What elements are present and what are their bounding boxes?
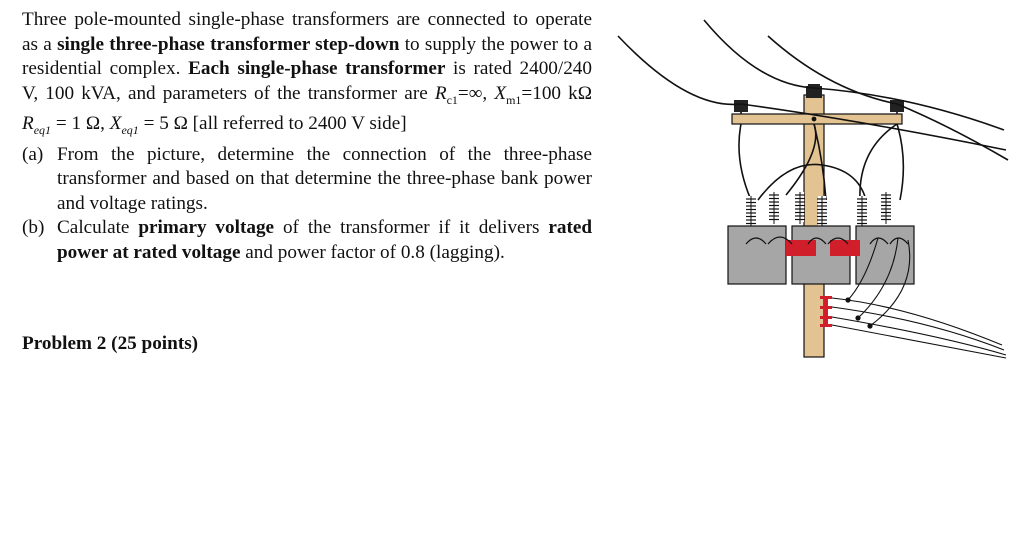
bushing-1	[746, 196, 756, 228]
xeq-subscript: eq1	[121, 123, 139, 138]
problem-statement: Three pole-mounted single-phase transfor…	[22, 8, 592, 266]
crossarm-insulator-left	[734, 100, 748, 114]
drop-lead-3	[813, 123, 827, 201]
part-b-run-2: of the transformer if it delivers	[274, 217, 549, 239]
intro-run-3: Each single-phase transformer	[188, 58, 446, 80]
secondary-lead-1	[847, 237, 879, 301]
primary-wire-a	[617, 35, 1007, 151]
part-b: (b) Calculate primary voltage of the tra…	[22, 216, 592, 265]
xm-value: =100 kΩ	[521, 82, 592, 104]
crossarm-bolt	[811, 116, 817, 122]
transformer-pole-illustration	[617, 19, 1009, 359]
secondary-jumper-2	[807, 237, 849, 245]
part-b-text: Calculate primary voltage of the transfo…	[57, 216, 592, 265]
secondary-terminal-block	[820, 296, 832, 327]
rc-subscript: c1	[446, 92, 458, 107]
part-b-run-4: and power factor of 0.8 (lagging).	[240, 242, 505, 263]
rc-value: =∞,	[457, 82, 495, 104]
secondary-lead-2	[857, 237, 899, 319]
service-wire-2	[831, 306, 1005, 351]
junction-3	[867, 323, 873, 329]
transformer-pole-figure	[608, 0, 1024, 365]
transformer-tank-3	[855, 225, 915, 285]
junction-1	[845, 297, 851, 303]
intro-run-4: is rated 2400/240 V, 100 kVA, and parame…	[22, 58, 592, 104]
drop-lead-1	[738, 123, 752, 201]
transformer-tank-1	[727, 225, 787, 285]
bushing-3	[795, 192, 805, 224]
pole-top-cap	[808, 84, 820, 87]
question-list: (a) From the picture, determine the conn…	[22, 143, 592, 266]
part-b-run-0: Calculate	[57, 217, 139, 239]
intro-text: Three pole-mounted single-phase transfor…	[22, 9, 592, 104]
part-a-label: (a)	[22, 143, 44, 165]
intro-run-0: Three pole-mounted single-phase transfor…	[22, 9, 592, 55]
xeq-symbol: X	[109, 113, 122, 135]
xm-symbol: X	[494, 82, 507, 104]
bushing-5	[857, 196, 867, 228]
mount-bracket-2	[830, 240, 860, 256]
secondary-jumper-1	[745, 236, 793, 245]
bushing-4	[817, 196, 827, 228]
problem-intro: Three pole-mounted single-phase transfor…	[22, 8, 592, 143]
crossarm	[731, 113, 903, 125]
drop-lead-6	[757, 163, 867, 201]
part-b-run-1: primary voltage	[138, 217, 275, 239]
secondary-lead-3	[869, 239, 911, 327]
bushing-group	[746, 192, 891, 228]
bushing-6	[881, 192, 891, 224]
next-problem-heading-cut: Problem 2 (25 points)	[22, 333, 252, 358]
req-subscript: eq1	[33, 123, 52, 138]
part-a: (a) From the picture, determine the conn…	[22, 143, 592, 217]
junction-2	[855, 315, 861, 321]
primary-wire-c	[767, 35, 1009, 161]
rc-symbol: R	[434, 82, 447, 104]
req-symbol: R	[22, 113, 34, 135]
service-wire-3	[831, 316, 1007, 356]
part-b-label: (b)	[22, 217, 45, 239]
crossarm-insulator-right	[890, 100, 904, 114]
intro-run-2: to supply the power to a residential com…	[22, 33, 593, 80]
xeq-value: = 5 Ω [all referred to 2400 V side]	[138, 113, 407, 135]
next-problem-heading: Problem 2 (25 points)	[22, 333, 199, 354]
part-b-run-3: rated power at rated voltage	[57, 217, 593, 263]
secondary-jumper-3	[869, 237, 909, 245]
bushing-2	[769, 192, 779, 224]
drop-lead-5	[859, 123, 898, 201]
xm-subscript: m1	[506, 92, 522, 107]
service-wire-4	[831, 324, 1007, 359]
part-a-text: From the picture, determine the connecti…	[57, 143, 592, 214]
intro-run-1: single three-phase transformer step-down	[57, 33, 400, 55]
req-value: = 1 Ω,	[51, 113, 110, 135]
primary-wire-b	[703, 19, 1005, 131]
drop-lead-4	[896, 123, 905, 201]
